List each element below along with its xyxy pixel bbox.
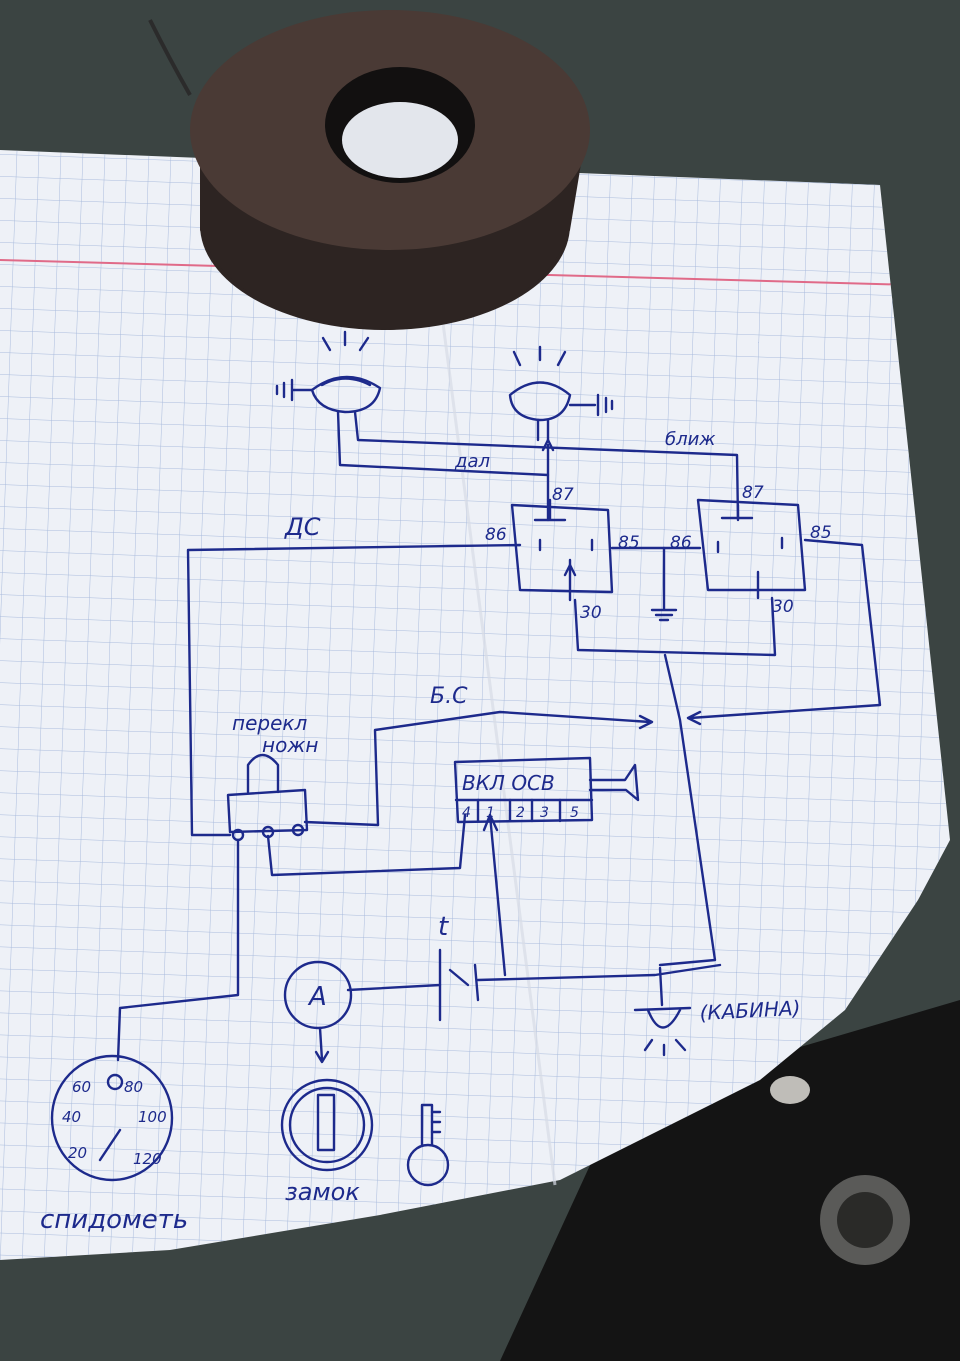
speedo-scale-label: 80 [124, 1078, 143, 1096]
bolt [770, 1076, 810, 1104]
label-fuse: t [438, 912, 449, 942]
label-kabina: (КАБИНА) [699, 996, 801, 1025]
key-icon [406, 1103, 450, 1187]
label-vkl-osv: ВКЛ ОСВ [462, 771, 555, 795]
relay-2 [696, 498, 807, 600]
ignition-lock-icon [280, 1078, 374, 1172]
headlamp-left-icon [275, 330, 382, 414]
wiring-schematic [50, 330, 882, 1187]
label-blizh: ближ [665, 429, 716, 450]
relay1-pin-85: 85 [618, 533, 640, 553]
switch-pin: 5 [570, 805, 579, 821]
switch-pin: 1 [486, 805, 495, 821]
headlamp-right-icon [508, 345, 614, 442]
ammeter-icon [283, 960, 353, 1030]
label-nozhn: ножн [262, 733, 318, 757]
label-bs: Б.С [430, 684, 468, 709]
label-zamok: замок [285, 1178, 360, 1206]
engine-shadow [500, 1000, 960, 1361]
switch-pin: 3 [540, 805, 549, 821]
light-switch [453, 756, 640, 824]
relay2-pin-87: 87 [742, 483, 764, 503]
relay2-pin-85: 85 [810, 523, 832, 543]
label-ds: ДС [284, 513, 321, 541]
relay1-pin-86: 86 [485, 525, 507, 545]
speedo-scale-label: 20 [68, 1144, 87, 1162]
speedo-scale-label: 60 [72, 1078, 91, 1096]
label-perekl: перекл [232, 711, 307, 735]
relay2-pin-86: 86 [670, 533, 692, 553]
speedo-scale-label: 100 [138, 1108, 167, 1126]
label-spidometr: спидометь [40, 1205, 188, 1235]
label-dal: дал [454, 451, 490, 472]
cabin-lamp-icon [633, 1006, 692, 1057]
ring-magnet [148, 10, 590, 330]
relay1-pin-30: 30 [580, 603, 602, 623]
relay2-pin-30: 30 [772, 597, 794, 617]
switch-pin: 4 [462, 805, 471, 821]
foot-switch-icon [226, 753, 309, 842]
relay1-pin-87: 87 [552, 485, 574, 505]
switch-pin: 2 [516, 805, 525, 821]
speedometer-icon [50, 1054, 174, 1182]
label-ammeter: A [307, 982, 327, 1012]
speedo-scale-label: 120 [133, 1150, 162, 1168]
relay-1 [510, 498, 614, 602]
speedo-scale-label: 40 [62, 1108, 81, 1126]
grid-paper-sheet [0, 150, 950, 1260]
